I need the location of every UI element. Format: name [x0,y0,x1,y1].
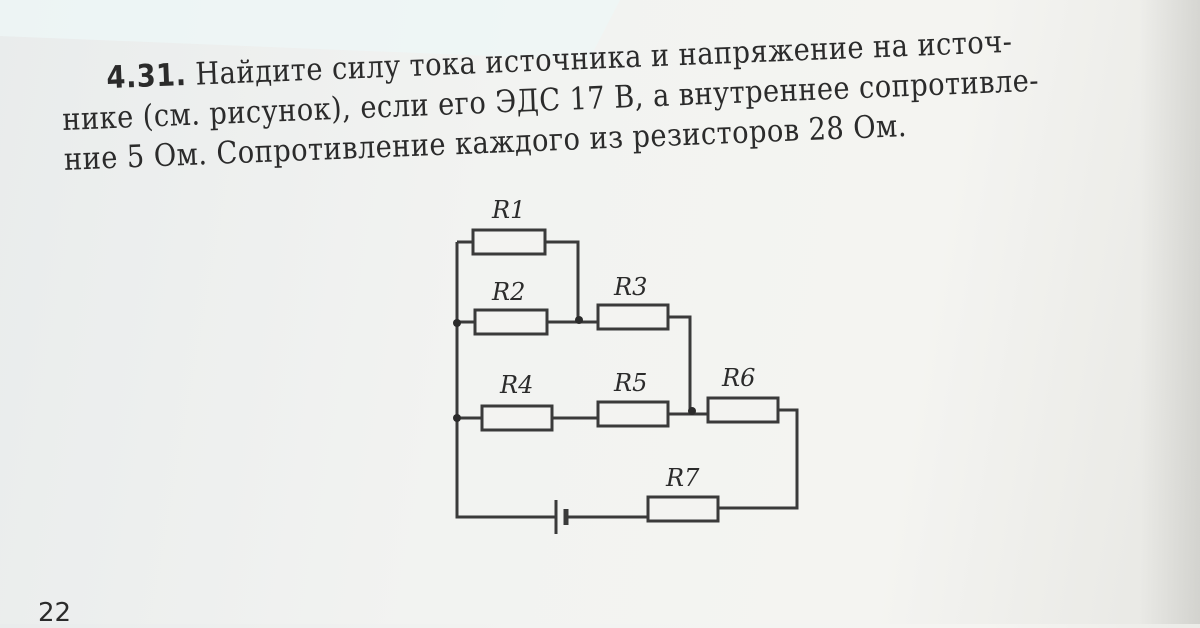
resistor-r6 [706,396,780,424]
resistor-r2 [473,308,549,336]
label-r2: R2 [491,278,525,306]
junction-node [688,407,696,415]
label-r7: R7 [665,464,700,492]
label-r3: R3 [613,273,647,301]
label-r6: R6 [721,364,755,392]
wire-r4-r5-r6 [457,408,799,510]
label-r4: R4 [499,371,533,399]
resistor-r3 [596,303,670,331]
junction-node [453,414,461,422]
junction-node [453,319,461,327]
wire-r1 [457,240,580,320]
resistor-r5 [596,400,670,428]
resistor-r1 [471,228,547,256]
resistor-r7 [646,495,720,523]
page-edge-shadow [1140,0,1200,624]
label-r1: R1 [491,196,525,224]
resistor-r4 [480,404,554,432]
wire-left [455,242,555,519]
junction-node [575,316,583,324]
label-r5: R5 [613,369,647,397]
page-number: 22 [38,598,72,628]
